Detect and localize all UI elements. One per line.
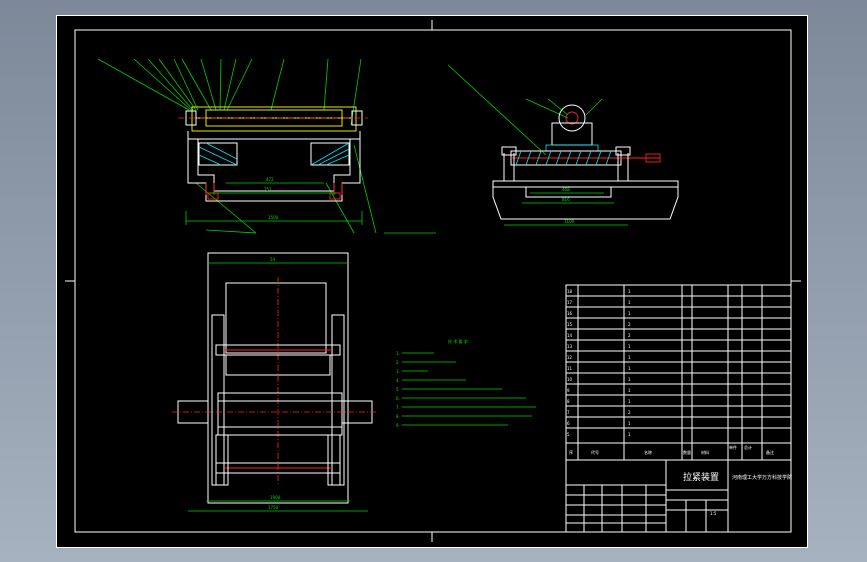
header-seq: 序 bbox=[569, 449, 573, 455]
svg-text:1: 1 bbox=[628, 300, 631, 305]
tech-note-line-9: 9. bbox=[396, 423, 400, 428]
svg-text:1100: 1100 bbox=[564, 219, 575, 224]
svg-text:7: 7 bbox=[567, 410, 570, 415]
header-material: 材料 bbox=[701, 449, 709, 455]
svg-text:1: 1 bbox=[628, 377, 631, 382]
svg-text:11: 11 bbox=[567, 366, 573, 371]
svg-text:1: 1 bbox=[628, 399, 631, 404]
svg-text:472: 472 bbox=[266, 177, 274, 182]
svg-text:1: 1 bbox=[628, 289, 631, 294]
svg-text:2: 2 bbox=[628, 333, 631, 338]
svg-text:5: 5 bbox=[567, 432, 570, 437]
header-mass-single: 单件 bbox=[729, 444, 737, 450]
tech-notes: 技 术 要 求 1. 2. 3. 4. 5. 6. 7. 8. 9. bbox=[396, 338, 536, 428]
svg-text:12: 12 bbox=[567, 355, 573, 360]
svg-text:54: 54 bbox=[270, 257, 276, 262]
side-view: 1100 816 468 bbox=[447, 64, 679, 226]
header-mass-total: 总计 bbox=[744, 444, 752, 450]
tech-notes-title: 技 术 要 求 bbox=[448, 338, 468, 344]
tech-note-line-5: 5. bbox=[396, 387, 400, 392]
title-block: 拉紧装置 河南理工大学万方科技学院 1:5 bbox=[565, 459, 792, 533]
svg-text:2: 2 bbox=[628, 410, 631, 415]
svg-text:10: 10 bbox=[567, 377, 573, 382]
tech-note-line-8: 8. bbox=[396, 414, 400, 419]
tech-note-line-4: 4. bbox=[396, 378, 400, 383]
svg-text:1: 1 bbox=[628, 388, 631, 393]
svg-text:1: 1 bbox=[628, 421, 631, 426]
svg-text:468: 468 bbox=[562, 187, 570, 192]
tech-note-line-3: 3. bbox=[396, 369, 400, 374]
svg-text:1: 1 bbox=[628, 311, 631, 316]
svg-text:1: 1 bbox=[628, 344, 631, 349]
front-view: 1500 757 472 bbox=[97, 58, 436, 234]
svg-text:1900: 1900 bbox=[270, 495, 281, 500]
tech-note-line-2: 2. bbox=[396, 360, 400, 365]
svg-text:18: 18 bbox=[567, 289, 573, 294]
header-name: 名称 bbox=[644, 449, 652, 455]
school-name: 河南理工大学万方科技学院 bbox=[732, 474, 792, 481]
svg-text:1750: 1750 bbox=[268, 505, 279, 510]
svg-text:1: 1 bbox=[628, 366, 631, 371]
tech-note-line-7: 7. bbox=[396, 405, 400, 410]
svg-text:14: 14 bbox=[567, 333, 573, 338]
svg-text:13: 13 bbox=[567, 344, 573, 349]
plan-view: 1900 1750 54 bbox=[172, 252, 378, 512]
svg-text:9: 9 bbox=[567, 388, 570, 393]
tech-note-line-1: 1. bbox=[396, 351, 400, 356]
svg-text:16: 16 bbox=[567, 311, 573, 316]
svg-text:1: 1 bbox=[628, 432, 631, 437]
drawing-canvas: 1500 757 472 1100 816 468 bbox=[56, 15, 808, 548]
svg-text:2: 2 bbox=[628, 322, 631, 327]
svg-text:757: 757 bbox=[264, 187, 272, 192]
header-code: 代号 bbox=[591, 449, 599, 455]
svg-text:1: 1 bbox=[628, 355, 631, 360]
svg-text:1500: 1500 bbox=[268, 215, 279, 220]
svg-text:8: 8 bbox=[567, 399, 570, 404]
tech-note-line-6: 6. bbox=[396, 396, 400, 401]
header-remark: 备注 bbox=[766, 449, 774, 455]
svg-text:17: 17 bbox=[567, 300, 573, 305]
drawing-name: 拉紧装置 bbox=[683, 471, 719, 483]
drawing-frame bbox=[56, 15, 808, 548]
svg-text:15: 15 bbox=[567, 322, 573, 327]
header-qty: 数量 bbox=[683, 449, 691, 455]
svg-text:816: 816 bbox=[562, 197, 570, 202]
drawing-sheet: 1500 757 472 1100 816 468 bbox=[56, 15, 808, 548]
svg-text:6: 6 bbox=[567, 421, 570, 426]
scale-value: 1:5 bbox=[710, 511, 717, 516]
